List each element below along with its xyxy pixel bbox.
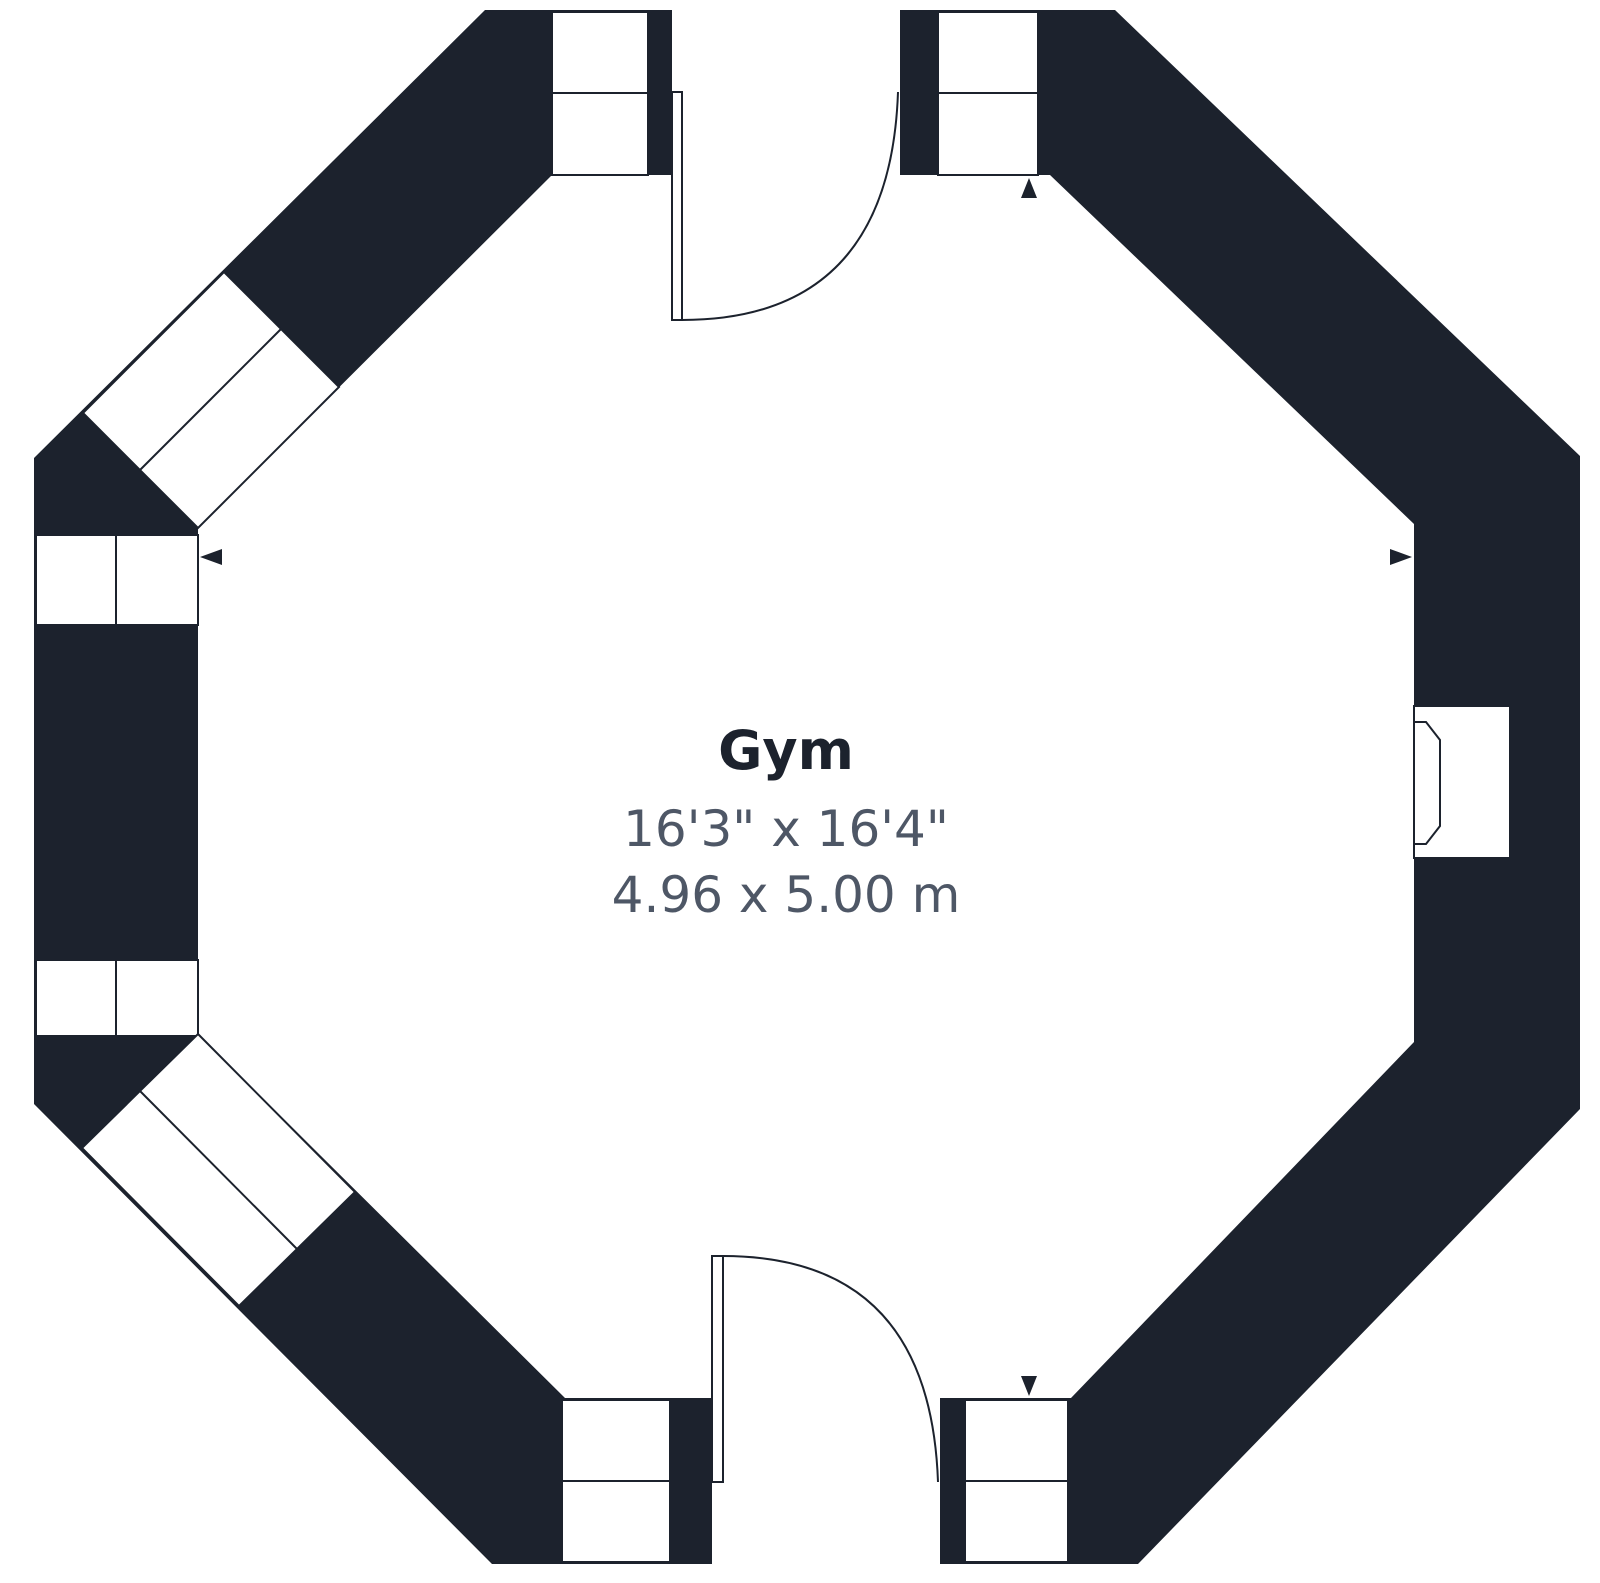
measure-arrow-bottom xyxy=(1021,1376,1037,1396)
room-dimensions-metric: 4.96 x 5.00 m xyxy=(612,866,961,924)
measure-arrow-right xyxy=(1390,549,1412,565)
window-left-upper xyxy=(35,534,199,626)
room-name: Gym xyxy=(718,719,854,782)
bottom-doorway-gap xyxy=(712,1390,940,1570)
window-left-lower xyxy=(35,959,199,1037)
window-bottom-right xyxy=(964,1399,1069,1563)
window-top-left xyxy=(551,11,649,176)
top-doorway-gap xyxy=(672,4,900,186)
measure-arrow-top xyxy=(1021,178,1037,198)
window-diagonal-lower-left xyxy=(80,1032,357,1308)
measure-arrow-left xyxy=(200,549,222,565)
right-wall-alcove xyxy=(1413,705,1511,859)
top-door xyxy=(671,91,899,321)
window-diagonal-upper-left xyxy=(81,270,341,530)
window-bottom-left xyxy=(561,1399,671,1563)
room-dimensions-imperial: 16'3" x 16'4" xyxy=(623,800,949,858)
bottom-door xyxy=(711,1255,939,1483)
window-top-right xyxy=(937,11,1039,176)
exterior-walls xyxy=(34,10,1580,1564)
